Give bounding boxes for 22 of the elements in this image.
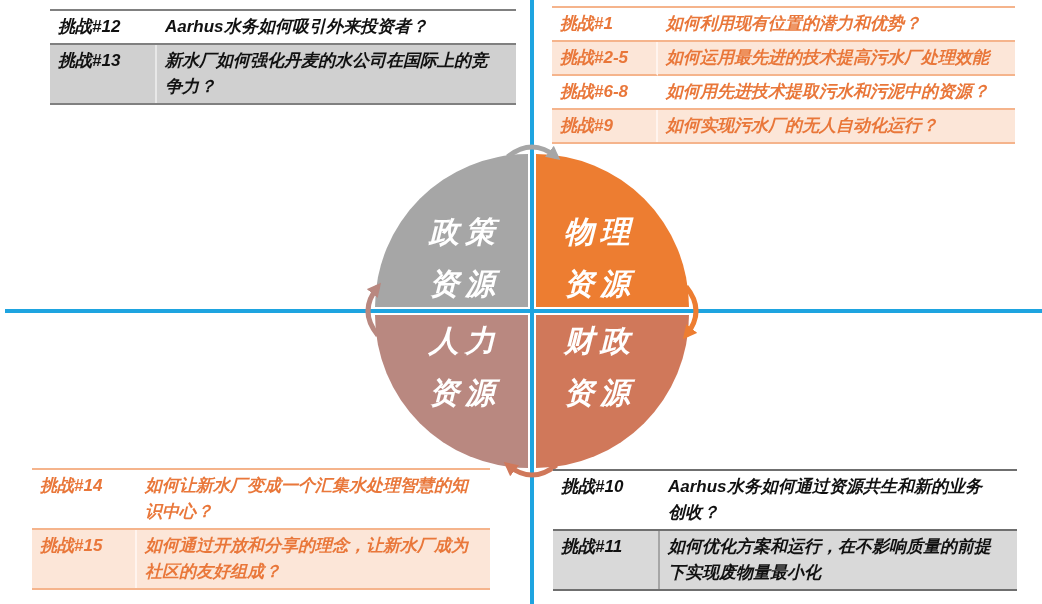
challenge-question: 如何实现污水厂的无人自动化运行？ [658,110,1015,142]
challenge-number: 挑战#13 [50,45,157,103]
challenge-question: 如何优化方案和运行，在不影响质量的前提下实现废物量最小化 [660,531,1017,589]
arrow-segment [375,154,528,307]
arrow [365,282,381,337]
arrow-segment [375,315,528,468]
segment-label: 财政资源 [562,323,637,411]
segment-label: 物理资源 [563,214,637,302]
arrow [503,462,558,478]
challenge-question: 新水厂如何强化丹麦的水公司在国际上的竞争力？ [157,45,516,103]
segment-label: 人力资源 [427,323,502,411]
challenge-question: 如何通过开放和分享的理念，让新水厂成为社区的友好组成？ [137,530,490,588]
challenge-number: 挑战#15 [32,530,137,588]
challenge-number: 挑战#11 [553,531,660,589]
challenge-number: 挑战#2-5 [552,42,658,76]
arrow [506,144,561,160]
segment-label: 政策资源 [427,214,502,302]
challenge-number: 挑战#9 [552,110,658,142]
arrow [683,285,699,340]
arrow-segment [536,154,689,307]
arrow-segment [536,315,689,468]
challenge-question: 如何运用最先进的技术提高污水厂处理效能 [658,42,1015,76]
